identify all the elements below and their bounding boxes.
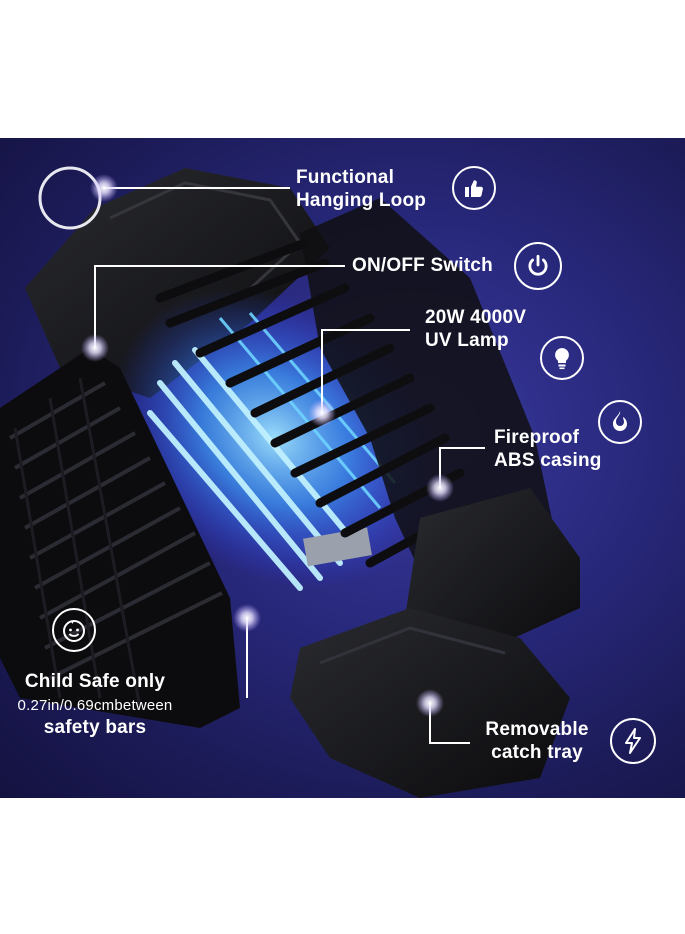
- child-safe-line1: Child Safe only: [24, 671, 166, 692]
- right-shell: [300, 198, 580, 658]
- baby-face-icon: [52, 608, 96, 652]
- bug-zapper-illustration: [0, 166, 580, 798]
- child-safe-line3: safety bars: [43, 717, 147, 738]
- lamp-label: 20W 4000V UV Lamp: [425, 306, 526, 352]
- product-feature-panel: Functional Hanging Loop ON/OFF Switch 20…: [0, 138, 685, 798]
- light-bulb-icon: [540, 336, 584, 380]
- child-safe-label: Child Safe only: [0, 670, 190, 693]
- casing-line2: ABS casing: [494, 450, 602, 471]
- switch-label: ON/OFF Switch: [352, 255, 493, 276]
- tray-label: Removable catch tray: [476, 718, 598, 764]
- hanging-loop: [38, 166, 102, 230]
- casing-line1: Fireproof: [494, 427, 580, 448]
- power-icon: [514, 242, 562, 290]
- flame-icon: [598, 400, 642, 444]
- lamp-line2: UV Lamp: [425, 330, 509, 351]
- tray-line2: catch tray: [491, 742, 583, 763]
- casing-label: Fireproof ABS casing: [494, 426, 602, 472]
- thumbs-up-icon: [452, 166, 496, 210]
- child-safe-line2: 0.27in/0.69cmbetween: [17, 697, 173, 714]
- tray-line1: Removable: [485, 719, 589, 740]
- lamp-line1: 20W 4000V: [425, 307, 527, 328]
- lightning-bolt-icon: [610, 718, 656, 764]
- hanging-loop-line1: Functional: [296, 167, 395, 188]
- hanging-loop-label: Functional Hanging Loop: [296, 166, 426, 212]
- hanging-loop-line2: Hanging Loop: [296, 190, 427, 211]
- callout-dots: [81, 174, 454, 717]
